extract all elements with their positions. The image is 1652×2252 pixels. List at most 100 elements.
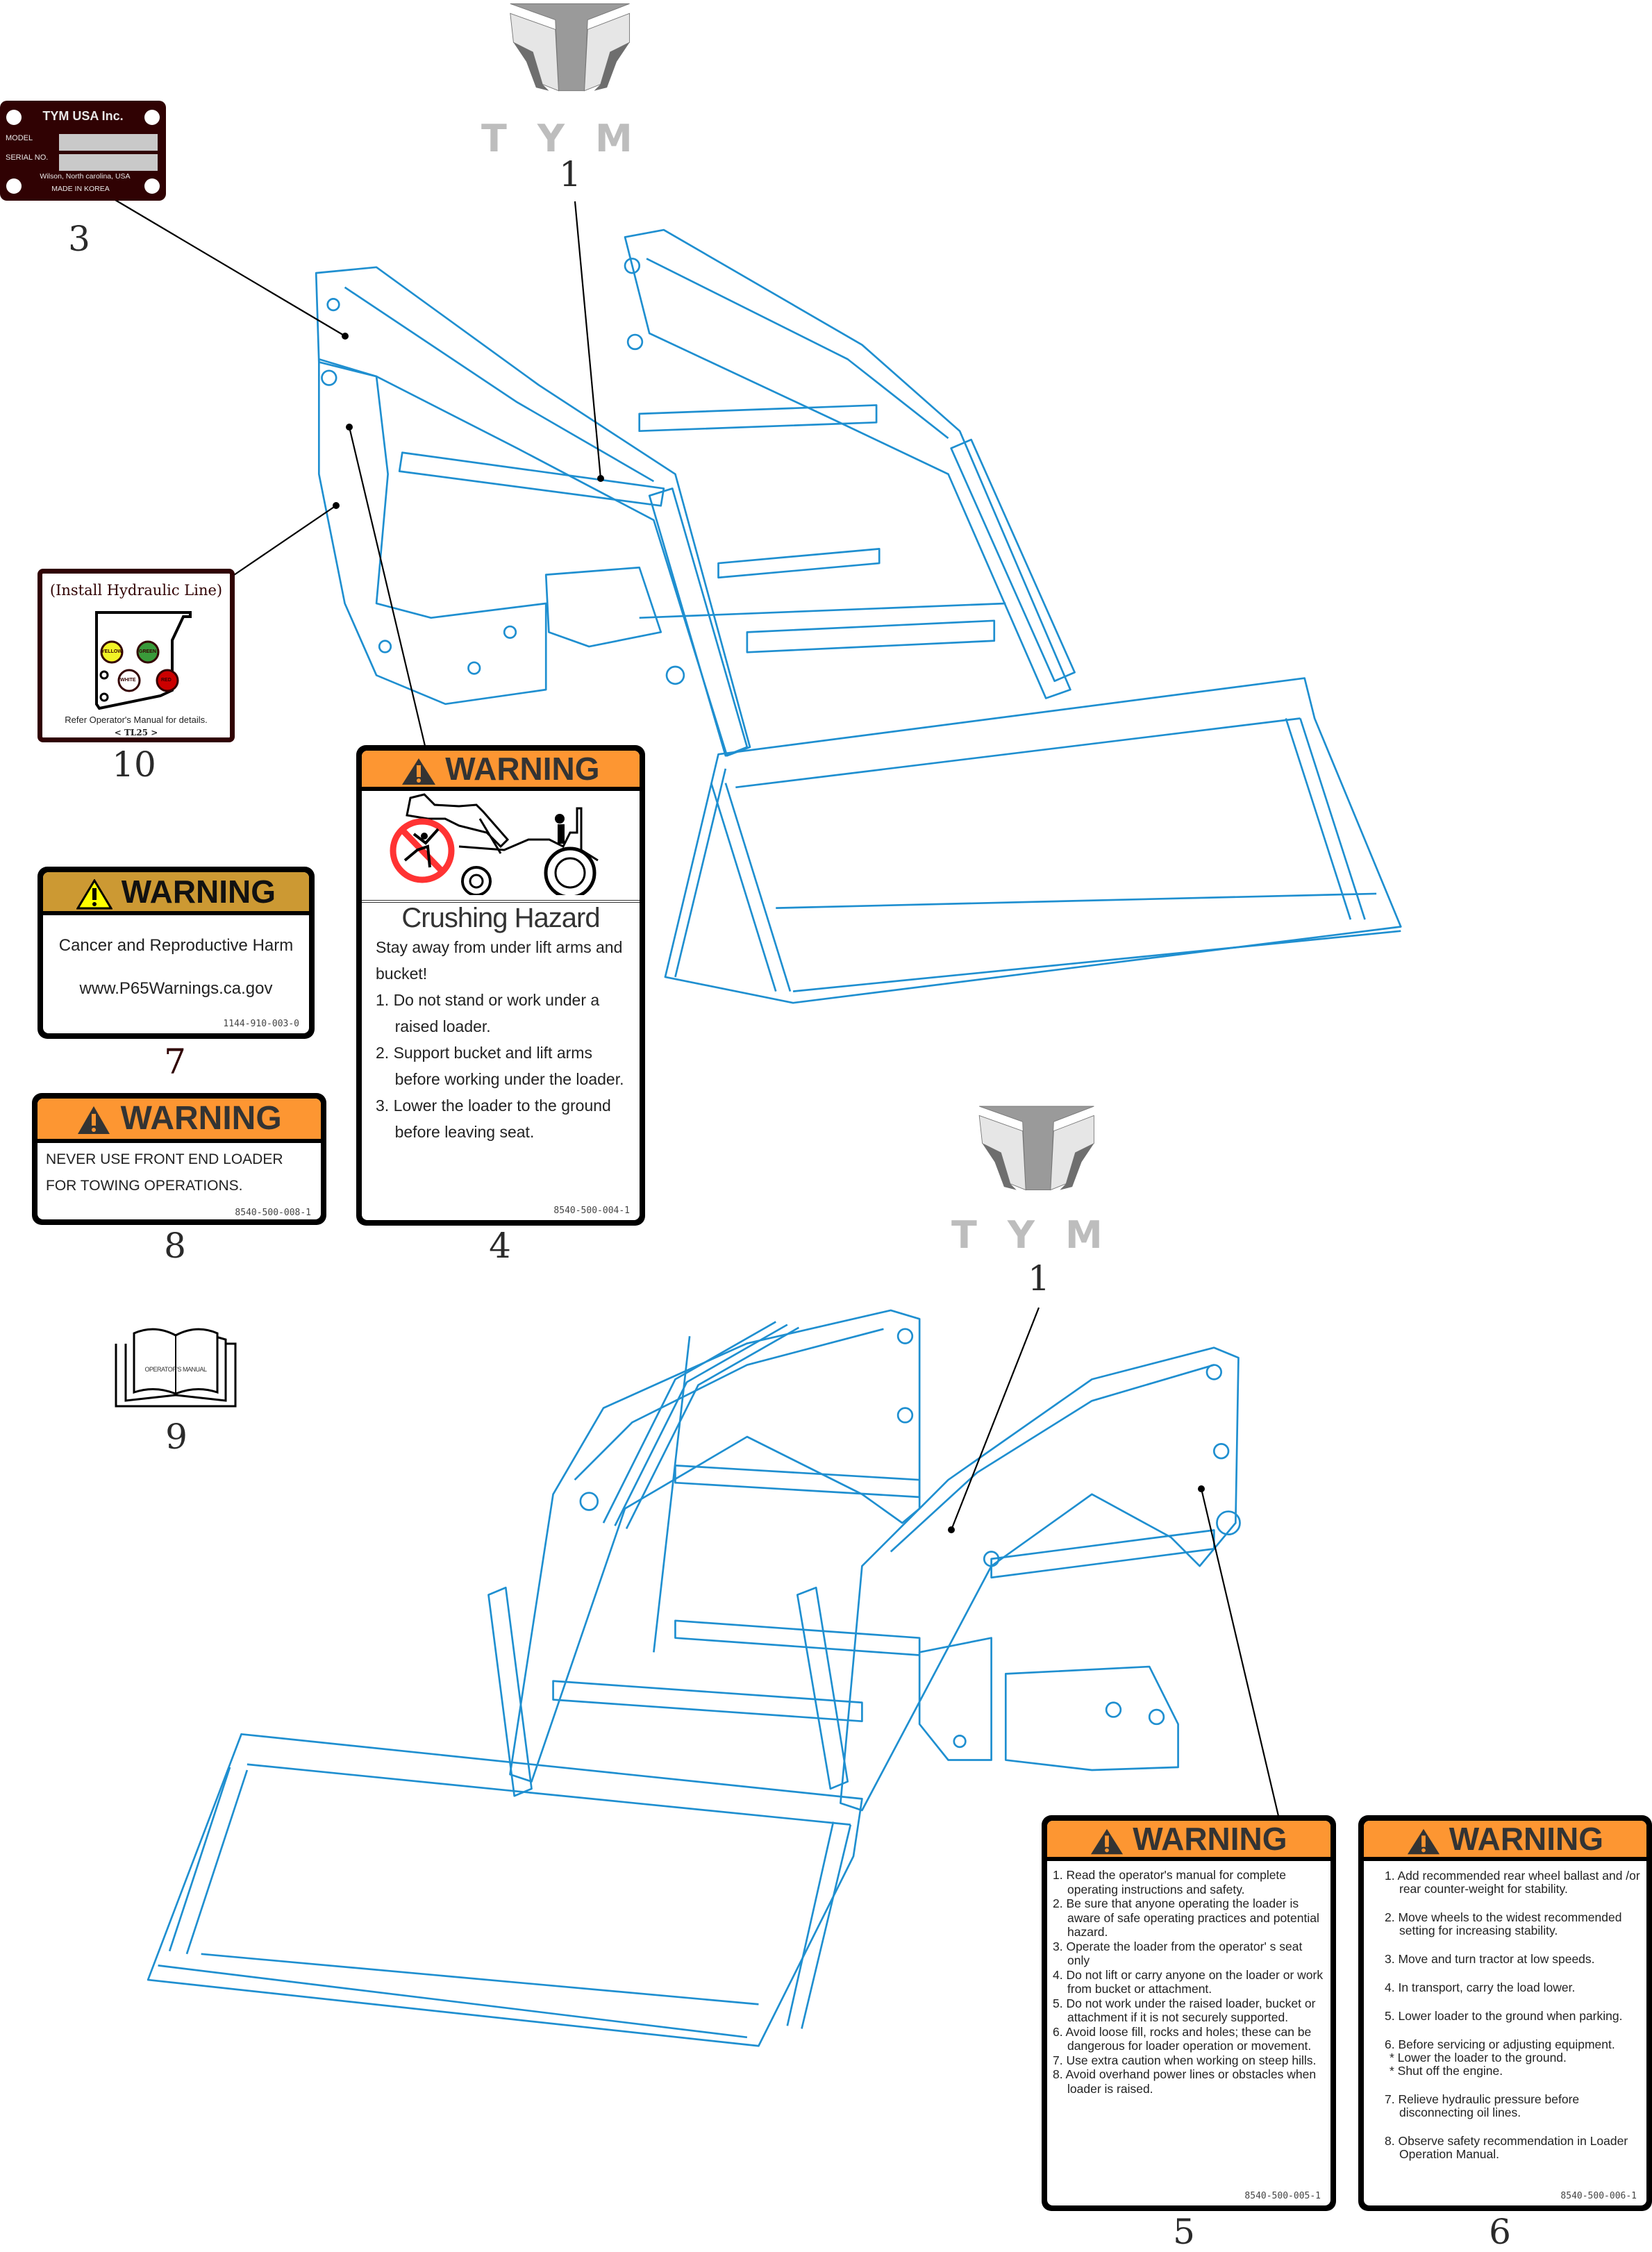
operators-manual-book: OPERATOR'S MANUAL (113, 1323, 238, 1410)
book-text: OPERATOR'S MANUAL (144, 1366, 207, 1373)
top-right-arm (624, 228, 1071, 699)
bottom-right-arm (840, 1346, 1240, 1812)
callout-1-top: 1 (559, 154, 581, 194)
safety-item: 2. Be sure that anyone operating the loa… (1053, 1896, 1319, 1939)
leader-line-5 (1200, 1488, 1280, 1817)
callout-3: 3 (68, 219, 90, 259)
callout-10: 10 (112, 744, 156, 785)
plate-serial-label: SERIAL NO. (6, 153, 49, 162)
stability-item: 8. Observe safety recommendation in Load… (1385, 2134, 1628, 2161)
stability-warning-label: WARNING 1. Add recommended rear wheel ba… (1358, 1815, 1652, 2211)
callout-5: 5 (1173, 2212, 1195, 2252)
bottom-loader-drawing (147, 1309, 1241, 2047)
stability-item: 4. In transport, carry the load lower. (1385, 1980, 1576, 1994)
tym-emblem-icon (510, 3, 631, 92)
towing-warning-label: WARNING NEVER USE FRONT END LOADER FOR T… (32, 1093, 326, 1225)
callout-1-bottom: 1 (1028, 1258, 1050, 1299)
plate-serial-field (59, 154, 158, 171)
stability-item: 6. Before servicing or adjusting equipme… (1385, 2037, 1615, 2051)
tym-wordmark: TYM (481, 117, 663, 160)
top-left-arm (315, 266, 751, 757)
stability-item: 5. Lower loader to the ground when parki… (1385, 2009, 1623, 2023)
safety-header-text: WARNING (1133, 1821, 1287, 1857)
towing-code: 8540-500-008-1 (235, 1208, 311, 1218)
plate-model-label: MODEL (6, 134, 33, 142)
safety-item: 1. Read the operator's manual for comple… (1053, 1868, 1287, 1896)
top-left-mount (317, 358, 547, 706)
safety-header: WARNING (1047, 1821, 1330, 1861)
warning-triangle-icon (402, 758, 436, 785)
plate-company: TYM USA Inc. (42, 109, 124, 123)
hydraulic-model: < TL25 > (114, 728, 158, 737)
leader-line-10 (233, 505, 337, 576)
towing-header: WARNING (37, 1099, 321, 1143)
plate-address: Wilson, North carolina, USA (40, 172, 131, 181)
warning-triangle-icon (1091, 1828, 1124, 1855)
prop65-header: WARNING (43, 872, 309, 915)
hydraulic-title: (Install Hydraulic Line) (49, 582, 223, 599)
crushing-item: 3. Lower the loader to the ground before… (376, 1096, 611, 1141)
port-white: WHITE (120, 678, 136, 683)
safety-item: 3. Operate the loader from the operator'… (1053, 1939, 1303, 1968)
loader-safety-warning-label: WARNING 1. Read the operator's manual fo… (1042, 1815, 1336, 2211)
leader-line-4 (348, 426, 426, 747)
safety-item: 6. Avoid loose fill, rocks and holes; th… (1053, 2024, 1312, 2053)
safety-item: 7. Use extra caution when working on ste… (1053, 2053, 1317, 2067)
leader-line-3 (115, 199, 346, 337)
hydraulic-note: Refer Operator's Manual for details. (65, 715, 208, 725)
tym-wordmark: TYM (951, 1213, 1133, 1257)
bottom-right-mount (1004, 1665, 1179, 1771)
crushing-item: 1. Do not stand or work under a raised l… (376, 991, 600, 1035)
callout-8: 8 (164, 1226, 186, 1266)
stability-item: 2. Move wheels to the widest recommended… (1385, 1910, 1622, 1937)
crushing-hazard-label: WARNING Crushing Hazard Stay away from u… (356, 745, 645, 1226)
stability-item: 7. Relieve hydraulic pressure before dis… (1385, 2092, 1580, 2119)
stability-header-text: WARNING (1449, 1821, 1604, 1857)
prop65-warning-label: WARNING Cancer and Reproductive Harm www… (37, 867, 315, 1039)
stability-subitem: * Lower the loader to the ground. (1390, 2051, 1567, 2065)
safety-item: 4. Do not lift or carry anyone on the lo… (1053, 1967, 1324, 1996)
warning-triangle-icon (76, 878, 112, 910)
towing-line1: NEVER USE FRONT END LOADER (46, 1151, 283, 1167)
stability-header: WARNING (1364, 1821, 1646, 1861)
prop65-code: 1144-910-003-0 (223, 1019, 299, 1029)
callout-7: 7 (164, 1042, 186, 1082)
warning-triangle-icon (1407, 1828, 1440, 1855)
tym-logo-top: TYM (481, 0, 662, 160)
top-loader-drawing (315, 228, 1402, 1004)
stability-item: 1. Add recommended rear wheel ballast an… (1385, 1869, 1640, 1896)
tym-emblem-icon (978, 1106, 1094, 1191)
prop65-line2: www.P65Warnings.ca.gov (79, 979, 273, 998)
crushing-title: Crushing Hazard (401, 903, 600, 933)
crushing-header: WARNING (362, 751, 640, 791)
leader-lines (115, 199, 1280, 1817)
prop65-line1: Cancer and Reproductive Harm (58, 936, 294, 955)
crushing-item: 2. Support bucket and lift arms before w… (376, 1044, 624, 1088)
plate-model-field (59, 134, 158, 151)
serial-plate: TYM USA Inc. MODEL SERIAL NO. Wilson, No… (0, 101, 166, 201)
callout-4: 4 (489, 1226, 511, 1266)
port-red: RED (161, 678, 172, 683)
stability-subitem: * Shut off the engine. (1390, 2064, 1503, 2078)
crushing-hazard-pictogram (390, 793, 599, 899)
hydraulic-line-label: (Install Hydraulic Line) YELLOW GREEN WH… (37, 569, 235, 742)
leader-line-1-bottom (950, 1307, 1040, 1530)
open-book-icon (115, 1328, 237, 1408)
crushing-code: 8540-500-004-1 (553, 1206, 630, 1216)
callout-6: 6 (1489, 2212, 1511, 2252)
bottom-bucket (147, 1733, 863, 2047)
hydraulic-port-plate-icon (95, 611, 192, 710)
top-bucket (664, 677, 1402, 1004)
crushing-header-text: WARNING (445, 751, 600, 787)
crushing-intro: Stay away from under lift arms and bucke… (376, 938, 623, 983)
port-yellow: YELLOW (101, 649, 122, 654)
stability-code: 8540-500-006-1 (1560, 2191, 1637, 2201)
safety-code: 8540-500-005-1 (1244, 2191, 1321, 2201)
warning-triangle-icon (78, 1106, 110, 1135)
port-green: GREEN (139, 649, 156, 654)
tym-logo-bottom: TYM (951, 1101, 1132, 1260)
safety-item: 5. Do not work under the raised loader, … (1053, 1996, 1316, 2025)
safety-item: 8. Avoid overhand power lines or obstacl… (1053, 2067, 1317, 2096)
towing-line2: FOR TOWING OPERATIONS. (46, 1178, 243, 1194)
